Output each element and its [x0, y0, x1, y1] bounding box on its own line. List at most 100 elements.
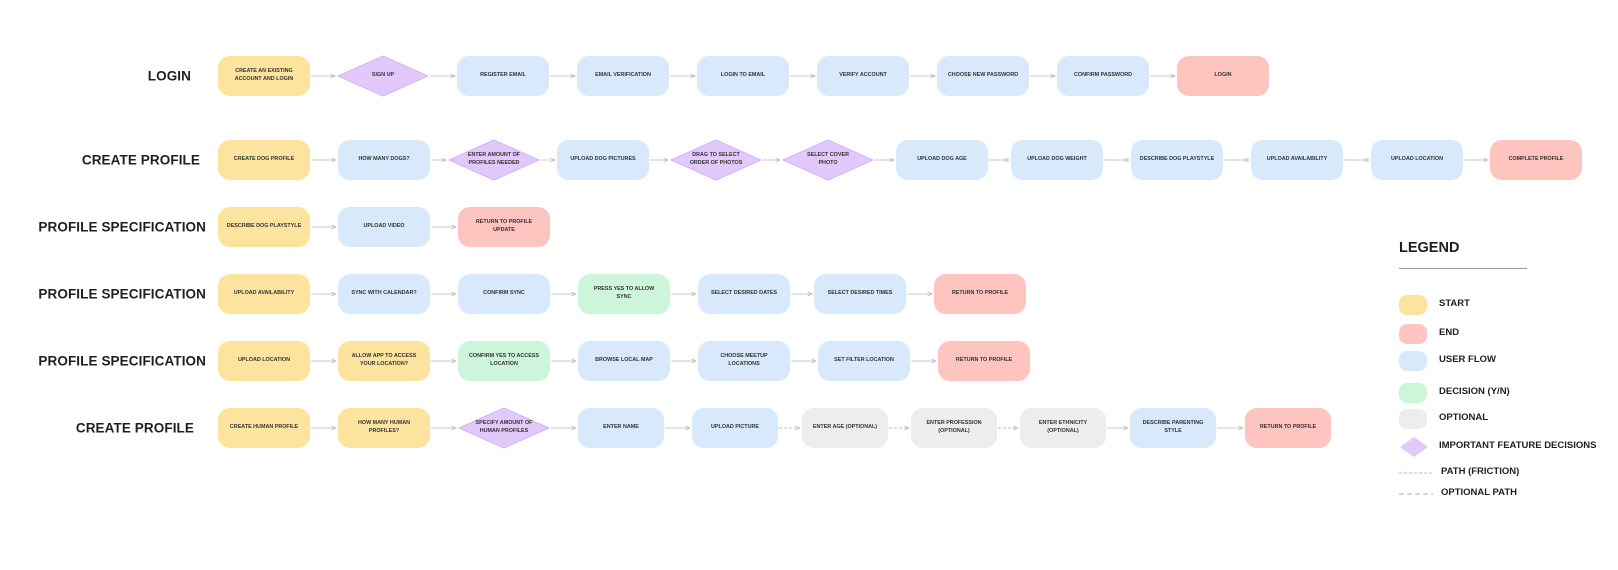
end-node: RETURN TO PROFILE — [938, 341, 1030, 381]
legend-label: IMPORTANT FEATURE DECISIONS — [1439, 440, 1597, 451]
legend-item-start: START — [1399, 294, 1618, 316]
node-text: SELECT COVER PHOTO — [807, 152, 849, 166]
node-text: ALLOW APP TO ACCESS YOUR LOCATION? — [351, 353, 417, 367]
yn-node: CONFIRM YES TO ACCESS LOCATION — [458, 341, 550, 381]
legend-item-optional: OPTIONAL PATH — [1399, 483, 1618, 505]
flow-node: DESCRIBE PARENTING STYLE — [1130, 408, 1216, 448]
flow-node: UPLOAD DOG AGE — [896, 140, 988, 180]
flow-node: REGISTER EMAIL — [457, 56, 549, 96]
node-text: SET FILTER LOCATION — [834, 357, 894, 364]
node-text: RETURN TO PROFILE — [1259, 424, 1317, 431]
start-node: CREATE DOG PROFILE — [218, 140, 310, 180]
yn-node: PRESS YES TO ALLOW SYNC — [578, 274, 670, 314]
node-text: UPLOAD LOCATION — [1390, 156, 1443, 163]
flow-node: CHOOSE MEETUP LOCATIONS — [698, 341, 790, 381]
diamond-shape — [337, 55, 429, 97]
legend-item-decision: IMPORTANT FEATURE DECISIONS — [1399, 436, 1618, 458]
optional-path-line-icon — [1399, 493, 1433, 495]
node-text: ENTER AMOUNT OF PROFILES NEEDED — [467, 152, 521, 166]
row-label: PROFILE SPECIFICATION — [38, 353, 206, 369]
decision-node: DRAG TO SELECT ORDER OF PHOTOS — [670, 139, 762, 181]
flow-node: UPLOAD DOG PICTURES — [557, 140, 649, 180]
flow-node: UPLOAD PICTURE — [692, 408, 778, 448]
node-text: DESCRIBE PARENTING STYLE — [1142, 420, 1204, 434]
node-text: COMPLETE PROFILE — [1508, 156, 1564, 163]
node-text: UPLOAD DOG AGE — [917, 156, 967, 163]
decision-node: SELECT COVER PHOTO — [782, 139, 874, 181]
legend-item-yn: DECISION (Y/N) — [1399, 382, 1618, 404]
flow-node: VERIFY ACCOUNT — [817, 56, 909, 96]
end-node: RETURN TO PROFILE — [934, 274, 1026, 314]
start-node: HOW MANY HUMAN PROFILES? — [338, 408, 430, 448]
start-node: DESCRIBE DOG PLAYSTYLE — [218, 207, 310, 247]
decision-node: SIGN UP — [337, 55, 429, 97]
flow-node: UPLOAD LOCATION — [1371, 140, 1463, 180]
node-text: ENTER ETHNICITY (OPTIONAL) — [1038, 420, 1088, 434]
start-node: UPLOAD AVAILABILITY — [218, 274, 310, 314]
friction-path-line-icon — [1399, 472, 1433, 474]
node-text: UPLOAD AVAILABILITY — [1266, 156, 1328, 163]
node-text: UPLOAD PICTURE — [711, 424, 759, 431]
node-text: ENTER AGE (OPTIONAL) — [812, 424, 878, 431]
start-node: UPLOAD LOCATION — [218, 341, 310, 381]
node-text: UPLOAD VIDEO — [363, 223, 405, 230]
node-text: LOGIN — [1214, 72, 1232, 79]
legend-label: START — [1439, 298, 1470, 309]
node-text: RETURN TO PROFILE UPDATE — [475, 219, 533, 233]
node-text: SIGN UP — [371, 72, 395, 79]
flow-node: EMAIL VERIFICATION — [577, 56, 669, 96]
start-node: CREATE AN EXISTING ACCOUNT AND LOGIN — [218, 56, 310, 96]
node-text: UPLOAD LOCATION — [237, 357, 290, 364]
node-text: EMAIL VERIFICATION — [595, 72, 651, 79]
node-text: DESCRIBE DOG PLAYSTYLE — [226, 223, 302, 230]
flow-node: UPLOAD DOG WEIGHT — [1011, 140, 1103, 180]
flow-node: CONFIRM SYNC — [458, 274, 550, 314]
row-label: CREATE PROFILE — [81, 152, 200, 168]
legend-item-end: END — [1399, 323, 1618, 345]
legend-title: LEGEND — [1399, 240, 1460, 256]
legend-divider — [1399, 268, 1527, 269]
legend-swatch — [1399, 383, 1427, 403]
flow-node: CONFIRM PASSWORD — [1057, 56, 1149, 96]
node-text: BROWSE LOCAL MAP — [595, 357, 653, 364]
decision-node: SPECIFY AMOUNT OF HUMAN PROFILES — [458, 407, 550, 449]
flow-node: CHOOSE NEW PASSWORD — [937, 56, 1029, 96]
opt-node: ENTER PROFESSION (OPTIONAL) — [911, 408, 997, 448]
node-text: ENTER PROFESSION (OPTIONAL) — [926, 420, 982, 434]
node-text: CHOOSE MEETUP LOCATIONS — [720, 353, 768, 367]
opt-node: ENTER ETHNICITY (OPTIONAL) — [1020, 408, 1106, 448]
opt-node: ENTER AGE (OPTIONAL) — [802, 408, 888, 448]
flow-node: HOW MANY DOGS? — [338, 140, 430, 180]
end-node: LOGIN — [1177, 56, 1269, 96]
diamond-shape — [670, 139, 762, 181]
flow-node: SELECT DESIRED DATES — [698, 274, 790, 314]
flow-node: DESCRIBE DOG PLAYSTYLE — [1131, 140, 1223, 180]
node-text: CONFIRM PASSWORD — [1074, 72, 1132, 79]
node-text: RETURN TO PROFILE — [951, 290, 1009, 297]
node-text: DRAG TO SELECT ORDER OF PHOTOS — [689, 152, 743, 166]
legend-label: OPTIONAL — [1439, 412, 1489, 423]
diamond-shape — [448, 139, 540, 181]
node-text: DESCRIBE DOG PLAYSTYLE — [1139, 156, 1215, 163]
flow-node: SET FILTER LOCATION — [818, 341, 910, 381]
end-node: RETURN TO PROFILE — [1245, 408, 1331, 448]
legend-label: DECISION (Y/N) — [1439, 386, 1510, 397]
flow-node: UPLOAD AVAILABILITY — [1251, 140, 1343, 180]
node-text: CONFIRM YES TO ACCESS LOCATION — [469, 353, 539, 367]
legend-swatch — [1399, 409, 1427, 429]
flow-node: ENTER NAME — [578, 408, 664, 448]
row-label: LOGIN — [147, 68, 191, 84]
legend-item-friction: PATH (FRICTION) — [1399, 462, 1618, 484]
node-text: UPLOAD DOG PICTURES — [570, 156, 636, 163]
flow-node: LOGIN TO EMAIL — [697, 56, 789, 96]
node-text: CHOOSE NEW PASSWORD — [947, 72, 1019, 79]
node-text: REGISTER EMAIL — [480, 72, 526, 79]
flow-node: SELECT DESIRED TIMES — [814, 274, 906, 314]
flow-node: BROWSE LOCAL MAP — [578, 341, 670, 381]
start-node: ALLOW APP TO ACCESS YOUR LOCATION? — [338, 341, 430, 381]
row-label: PROFILE SPECIFICATION — [38, 286, 206, 302]
node-text: CREATE AN EXISTING ACCOUNT AND LOGIN — [234, 68, 294, 82]
node-text: PRESS YES TO ALLOW SYNC — [593, 286, 655, 300]
node-text: CREATE DOG PROFILE — [233, 156, 295, 163]
